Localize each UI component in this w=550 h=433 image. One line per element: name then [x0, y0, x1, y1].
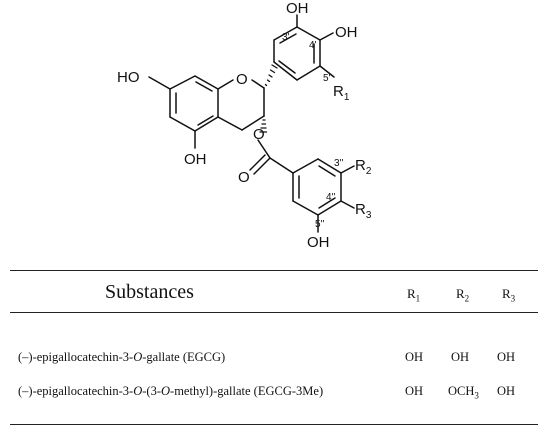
- bond-b-c3-c4: [296, 26, 321, 41]
- bond-b4-oh: [319, 32, 334, 41]
- position-5-prime: 5': [323, 73, 331, 84]
- atom-r1: R1: [333, 83, 350, 103]
- hash-c2-b-5: [271, 64, 278, 69]
- table-row-2-name: (–)-epigallocatechin-3-O-(3-O-methyl)-ga…: [18, 384, 323, 399]
- table-row-1-r1: OH: [405, 350, 424, 364]
- bond-a-c5-c4a: [194, 116, 219, 132]
- row-2-name-part-a: (–)-epigallocatechin-3-: [18, 384, 134, 398]
- row-2-r2-main: OCH: [448, 384, 475, 398]
- bond-o1-c2: [251, 79, 265, 89]
- r2-subscript: 2: [366, 166, 372, 177]
- table-row-1-r3: OH: [497, 350, 516, 364]
- r3-subscript: 3: [366, 210, 372, 221]
- position-5-double-prime: 5'': [315, 219, 324, 230]
- r1-subscript: 1: [344, 92, 350, 103]
- table-row-1-r2: OH: [451, 350, 470, 364]
- atom-oh-g5: OH: [307, 234, 330, 251]
- position-4-double-prime: 4'': [326, 192, 335, 203]
- bond-g-double-1: [318, 165, 336, 177]
- egcg-structure-diagram: HO O OH OH OH R1 O O R2 R3 OH 3' 4' 5' 3…: [117, 0, 372, 251]
- bond-carbonyl-c-o: [253, 157, 271, 175]
- header-r3-subscript: 3: [510, 293, 516, 304]
- position-3-double-prime: 3'': [334, 158, 343, 169]
- bond-a-double-2: [197, 115, 214, 126]
- row-1-name-part-a: (–)-epigallocatechin-3-: [18, 350, 134, 364]
- bond-carbonyl-c-o-2: [249, 154, 266, 171]
- row-2-name-part-c: -methyl)-gallate (EGCG-3Me): [170, 384, 324, 398]
- position-4-prime: 4': [309, 40, 317, 51]
- bond-a-double-3: [195, 81, 213, 92]
- atom-oh-a5: OH: [184, 151, 207, 168]
- table-row-2-r1: OH: [405, 384, 424, 398]
- bond-c3-c4: [241, 115, 265, 131]
- bond-a-c6-c5: [169, 116, 196, 132]
- r1-main: R: [333, 83, 344, 100]
- header-substances: Substances: [105, 281, 194, 303]
- bond-b-double-1: [279, 33, 297, 44]
- bond-b-double-3: [278, 60, 296, 74]
- position-3-prime: 3': [282, 32, 290, 43]
- header-r2-main: R: [456, 286, 465, 301]
- bond-c8a-o1: [217, 79, 234, 90]
- bond-g-c1-c2: [292, 158, 319, 174]
- row-1-name-o: O: [133, 350, 143, 364]
- atom-oh-b3: OH: [286, 0, 309, 17]
- header-r1: R1: [407, 286, 420, 304]
- atom-r2: R2: [355, 157, 372, 177]
- atom-o-ester: O: [253, 126, 265, 143]
- hash-c2-b-4: [269, 69, 276, 74]
- table-row-2-r2: OCH3: [448, 384, 479, 401]
- row-1-name-part-b: -gallate (EGCG): [142, 350, 226, 364]
- atom-ho-a7: HO: [117, 69, 140, 86]
- atom-oh-b4: OH: [335, 24, 358, 41]
- bond-c4-c4a: [217, 116, 243, 131]
- row-2-name-o1: O: [133, 384, 143, 398]
- bond-a-c8a-c8: [194, 75, 219, 90]
- bond-b-c6-c1: [273, 61, 298, 81]
- row-2-name-o2: O: [161, 384, 171, 398]
- table-bottom-rule: [10, 424, 538, 425]
- header-r3-main: R: [502, 286, 511, 301]
- header-r2-subscript: 2: [464, 293, 470, 304]
- bond-g4-r3: [340, 200, 355, 209]
- header-r2: R2: [456, 286, 469, 304]
- bond-a-c8-c7: [169, 75, 196, 90]
- table-top-rule: [10, 270, 538, 271]
- atom-r3: R3: [355, 201, 372, 221]
- bond-b5-r1: [319, 65, 335, 78]
- bond-c7-oh: [148, 76, 171, 90]
- header-r1-subscript: 1: [415, 293, 421, 304]
- bond-b-c2-c3: [273, 26, 298, 41]
- table-row-2-r3: OH: [497, 384, 516, 398]
- bond-carbonyl-gallate: [269, 157, 294, 174]
- hash-c2-b-1: [264, 83, 268, 87]
- atom-o-ring: O: [236, 71, 248, 88]
- bond-g3-r2: [340, 165, 355, 174]
- hash-c2-b-3: [268, 74, 273, 78]
- row-2-name-part-b: -(3-: [142, 384, 161, 398]
- r3-main: R: [355, 201, 366, 218]
- stereo-bonds: [259, 64, 278, 133]
- header-r3: R3: [502, 286, 515, 304]
- bond-o-ester-carbonyl: [257, 139, 271, 159]
- row-2-r2-subscript: 3: [474, 390, 479, 401]
- bonds: [148, 14, 355, 233]
- r2-main: R: [355, 157, 366, 174]
- table-row-1-name: (–)-epigallocatechin-3-O-gallate (EGCG): [18, 350, 225, 365]
- bond-g-c4-c5: [317, 200, 342, 216]
- bond-g-c5-c6: [292, 200, 319, 216]
- bond-g-double-2: [318, 197, 336, 209]
- hash-c2-b-2: [266, 79, 271, 83]
- bond-b-c5-c6: [296, 65, 321, 81]
- atom-o-carbonyl: O: [238, 169, 250, 186]
- header-r1-main: R: [407, 286, 416, 301]
- bond-g-c2-c3: [317, 158, 342, 174]
- table-header-rule: [10, 312, 538, 313]
